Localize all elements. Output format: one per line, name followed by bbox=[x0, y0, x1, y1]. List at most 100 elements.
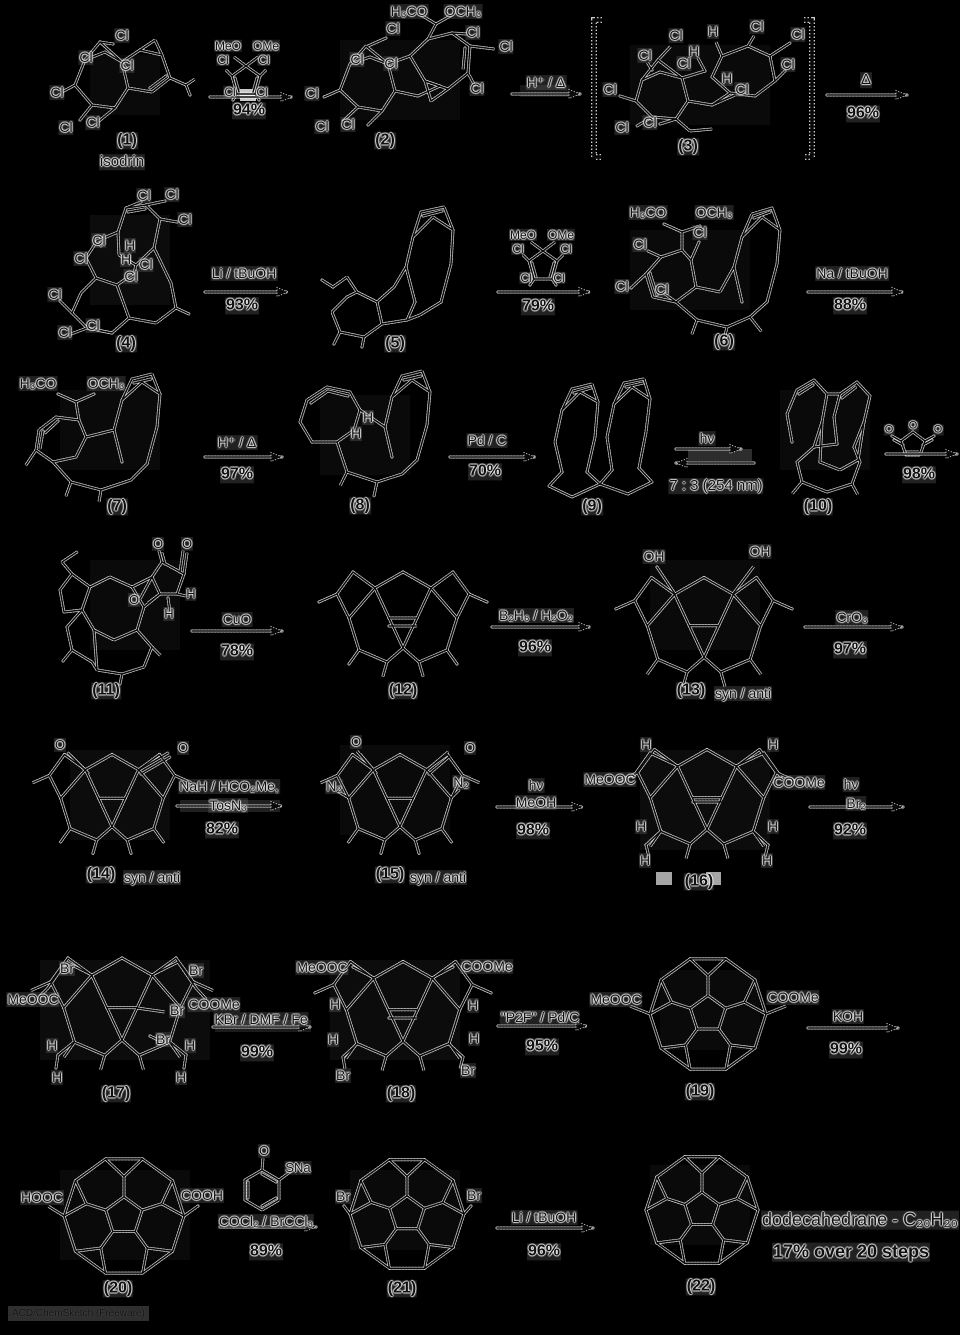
arrow-step-16 bbox=[808, 801, 905, 813]
compound-4-cl-9: Cl bbox=[57, 324, 73, 341]
compound-6-cl-1: Cl bbox=[692, 224, 708, 241]
arrow-step-3 bbox=[825, 89, 909, 101]
compound-1-cl-6: Cl bbox=[85, 114, 101, 131]
reagent-2-cl-3: Cl bbox=[519, 270, 533, 285]
compound-18-number: (18) bbox=[385, 1084, 417, 1102]
reagent-3-o-3: O bbox=[932, 423, 944, 437]
arrow-step-7 bbox=[203, 451, 284, 463]
compound-18-ester-2: COOMe bbox=[460, 958, 514, 975]
compound-18-h-3: H bbox=[326, 1031, 340, 1048]
compound-17-ester-2: COOMe bbox=[187, 996, 241, 1013]
structure-5-drawing bbox=[320, 205, 455, 349]
structure-20-drawing bbox=[46, 1157, 200, 1275]
compound-18-h-1: H bbox=[328, 996, 342, 1013]
compound-4-cl-5: Cl bbox=[73, 250, 89, 267]
compound-4-h-2: H bbox=[119, 251, 133, 268]
step-12-reagent: B₂H₆ / H₂O₂ bbox=[497, 607, 575, 624]
compound-20-acid-1: HOOC bbox=[20, 1189, 64, 1206]
compound-17-h-3: H bbox=[50, 1069, 64, 1086]
compound-1-cl-5: Cl bbox=[58, 119, 74, 136]
step-11-reagent: CuO bbox=[221, 611, 253, 628]
structure-8-drawing bbox=[298, 369, 432, 498]
compound-1-cl-1: Cl bbox=[114, 27, 130, 44]
compound-16-h-3: H bbox=[634, 818, 648, 835]
step-7-yield: 97% bbox=[219, 465, 255, 483]
compound-18-br-1: Br bbox=[335, 1067, 351, 1084]
compound-13-isomer: syn / anti bbox=[713, 685, 773, 702]
compound-15-o-2: O bbox=[463, 739, 477, 755]
reagent-3-o-1: O bbox=[883, 423, 895, 437]
reagent-2-cl-4: Cl bbox=[552, 270, 566, 285]
step-21-reagent: Li / tBuOH bbox=[510, 1209, 578, 1226]
reagent-2-cl-2: Cl bbox=[559, 241, 573, 256]
structure-4-drawing bbox=[58, 199, 191, 336]
compound-19-ester-1: MeOOC bbox=[589, 991, 643, 1008]
compound-18-h-4: H bbox=[467, 1030, 481, 1047]
artifact-patch bbox=[350, 1170, 460, 1250]
artifact-patch bbox=[320, 395, 410, 475]
reagent-1-cl-2: Cl bbox=[257, 52, 271, 67]
step-2-reagent: H⁺ / Δ bbox=[525, 74, 567, 91]
reagent-1-cl-3: Cl bbox=[223, 84, 237, 99]
reagent-1-cl-4: Cl bbox=[255, 84, 269, 99]
compound-8-h-2: H bbox=[349, 425, 363, 442]
step-20-reagent: COCl₂ / BrCCl₃ bbox=[217, 1213, 315, 1230]
step-3-reagent: Δ bbox=[859, 71, 873, 89]
final-product-name: dodecahedrane - C₂₀H₂₀ bbox=[760, 1209, 960, 1230]
compound-17-br-4: Br bbox=[155, 1031, 171, 1048]
arrow-step-6 bbox=[806, 286, 905, 298]
compound-17-br-3: Br bbox=[169, 1002, 185, 1019]
compound-20-number: (20) bbox=[102, 1279, 134, 1297]
step-15-yield: 98% bbox=[515, 821, 551, 839]
structure-22-drawing bbox=[644, 1155, 760, 1265]
compound-3-cl-9: Cl bbox=[614, 119, 630, 136]
step-14-reagent-2: TosN₃ bbox=[208, 797, 248, 814]
step-4-reagent: Li / tBuOH bbox=[210, 265, 278, 282]
compound-2-cl-4: Cl bbox=[304, 85, 320, 102]
compound-3-h-3: H bbox=[720, 70, 734, 87]
compound-18-br-2: Br bbox=[460, 1062, 476, 1079]
compound-16-ester-1: MeOOC bbox=[583, 771, 637, 788]
reagent-4-sna: SNa bbox=[284, 1159, 312, 1175]
compound-21-number: (21) bbox=[386, 1279, 418, 1297]
step-5-yield: 79% bbox=[520, 297, 556, 315]
step-6-yield: 88% bbox=[832, 296, 868, 314]
step-16-reagent-2: Br₂ bbox=[845, 795, 867, 812]
compound-3-cl-5: Cl bbox=[676, 55, 692, 72]
structure-21-drawing bbox=[342, 1158, 473, 1270]
step-16-yield: 92% bbox=[832, 821, 868, 839]
compound-3-h-2: H bbox=[687, 43, 701, 60]
step-8-yield: 70% bbox=[467, 462, 503, 480]
artifact-patch bbox=[688, 449, 752, 461]
compound-3-cl-6: Cl bbox=[780, 56, 796, 73]
reagent-2-meo: MeO bbox=[508, 227, 538, 242]
compound-17-br-1: Br bbox=[59, 960, 75, 977]
compound-4-h-1: H bbox=[123, 237, 137, 254]
reagent-4-o: O bbox=[257, 1142, 271, 1158]
compound-18-h-2: H bbox=[466, 997, 480, 1014]
compound-4-cl-2: Cl bbox=[164, 186, 180, 203]
compound-15-number: (15) bbox=[374, 865, 406, 883]
structure-3-drawing bbox=[618, 34, 792, 133]
step-7-reagent: H⁺ / Δ bbox=[216, 434, 258, 451]
reagent-2-ome: OMe bbox=[546, 227, 576, 242]
compound-2-number: (2) bbox=[374, 131, 396, 149]
reagent-1-ome: OMe bbox=[251, 38, 281, 53]
compound-14-o-2: O bbox=[176, 739, 190, 755]
step-19-reagent: KOH bbox=[831, 1008, 865, 1025]
compound-13-oh-1: OH bbox=[642, 548, 666, 565]
step-19-yield: 99% bbox=[828, 1040, 864, 1058]
structure-10-drawing bbox=[785, 378, 872, 497]
compound-2-cl-3: Cl bbox=[383, 55, 399, 72]
arrow-step-14 bbox=[175, 800, 284, 812]
compound-7-och3: OCH₃ bbox=[86, 375, 126, 392]
structure-9-drawing bbox=[547, 377, 654, 499]
compound-17-h-1: H bbox=[45, 1037, 59, 1054]
arrow-step-5 bbox=[496, 286, 592, 298]
arrow-step-9-forward bbox=[674, 443, 743, 455]
step-14-yield: 82% bbox=[204, 820, 240, 838]
structure-13-drawing bbox=[614, 564, 794, 689]
compound-1-cl-4: Cl bbox=[49, 84, 65, 101]
structure-7-drawing bbox=[24, 372, 162, 504]
